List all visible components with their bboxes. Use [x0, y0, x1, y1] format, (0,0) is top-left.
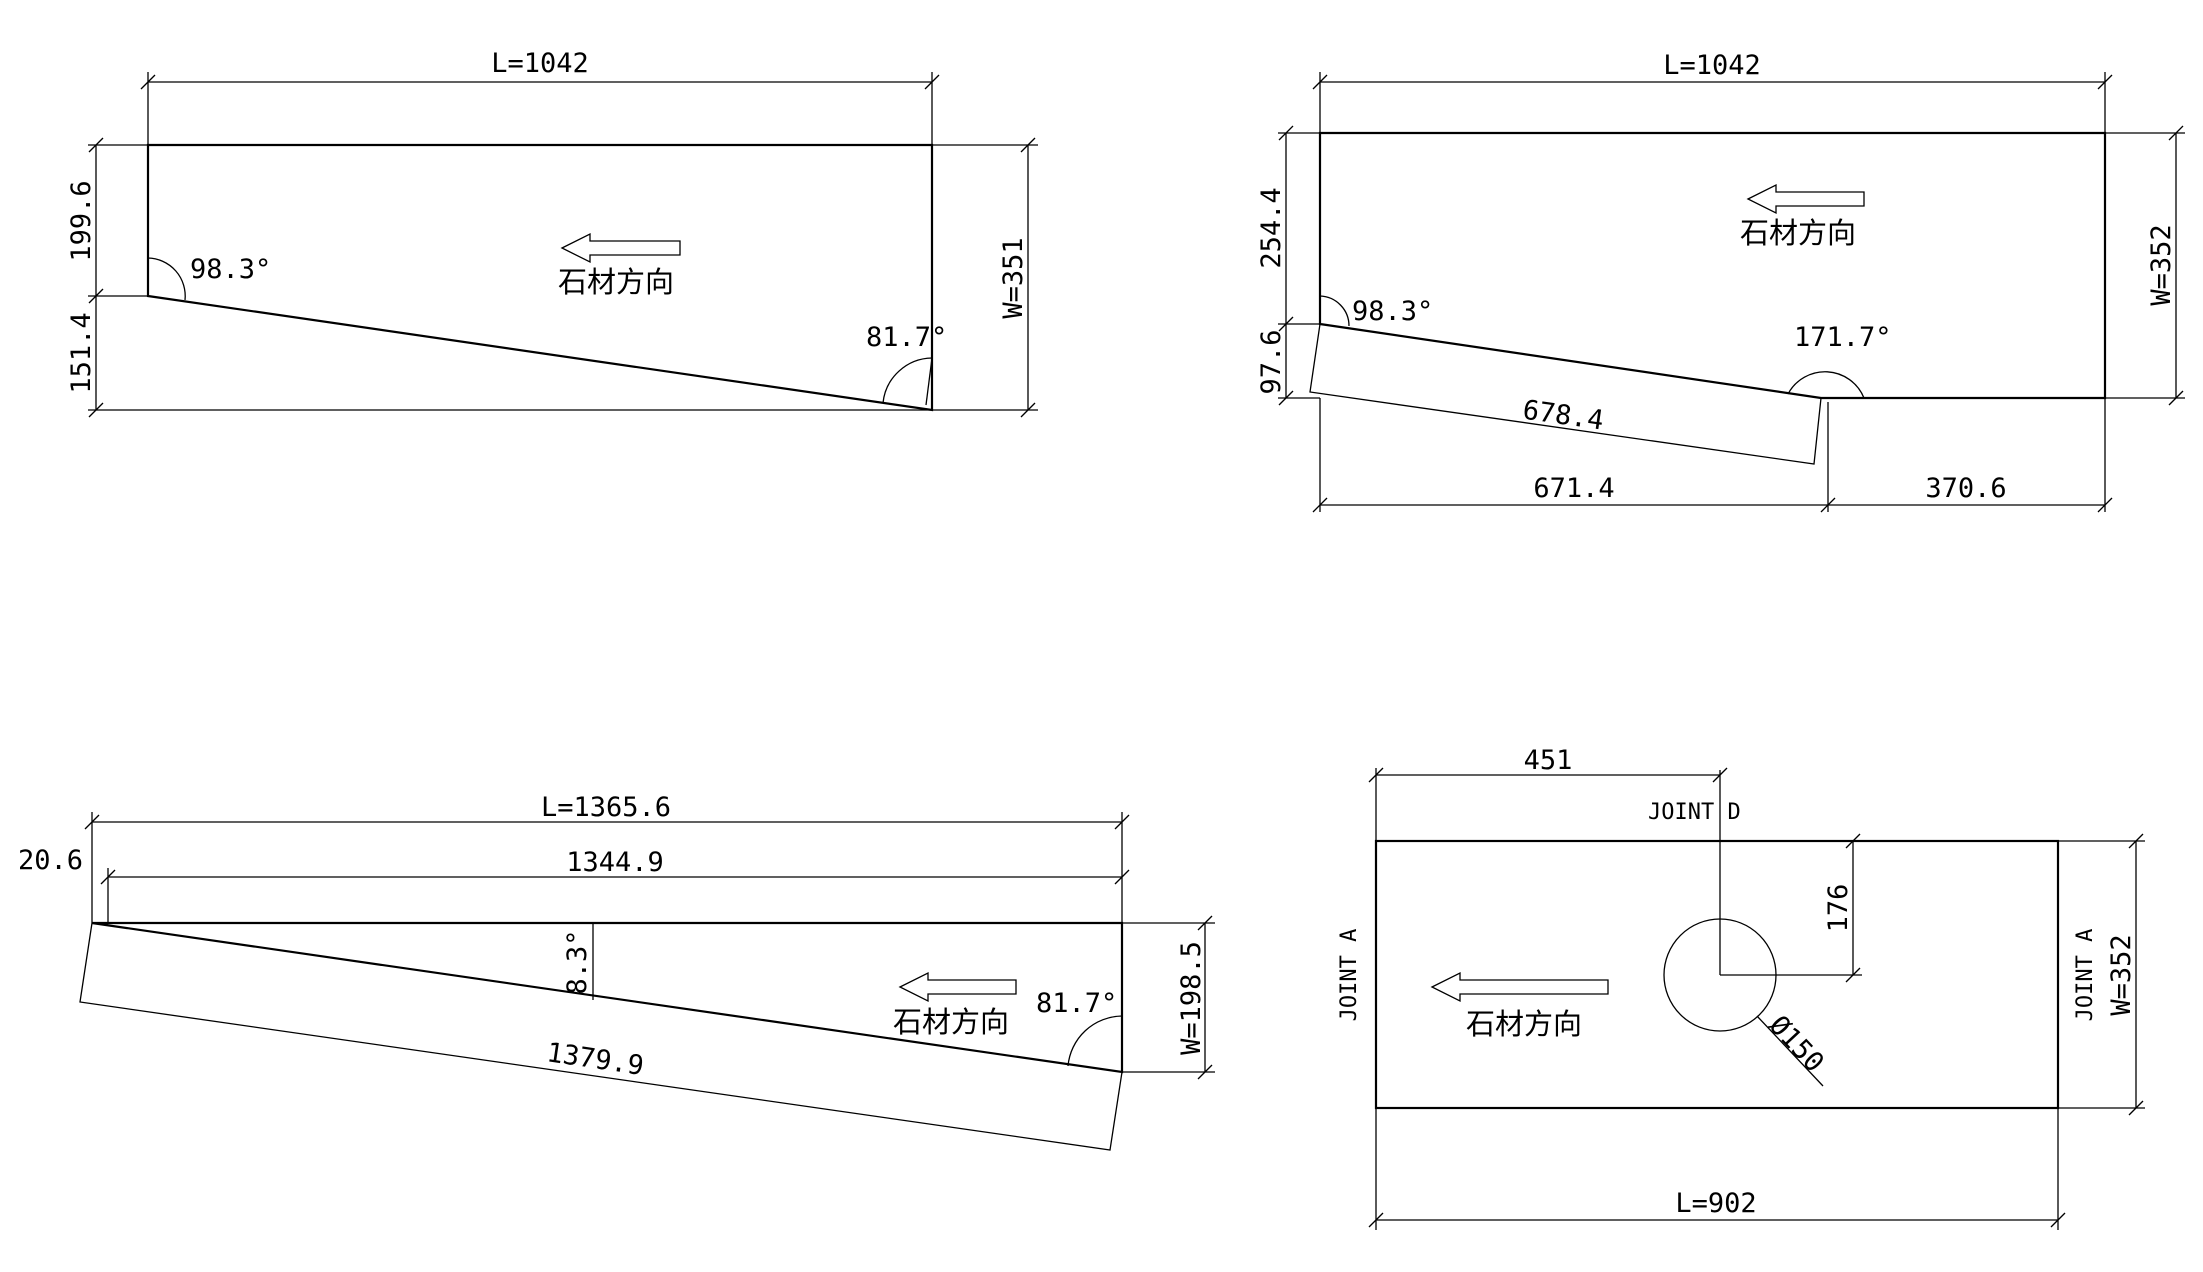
drawing-2: L=1042 W=352 254.4 97.6 — [1256, 50, 2185, 513]
drawing-3-length-inner-label: 1344.9 — [566, 847, 664, 878]
drawing-4-dim-top-label: 451 — [1524, 745, 1573, 776]
drawing-2-direction-label: 石材方向 — [1740, 216, 1856, 250]
drawing-1-direction-arrow-icon — [560, 232, 681, 264]
drawing-2-dim-bottom-left: 671.4 — [1533, 473, 1614, 504]
drawing-1-angle-left-label: 98.3° — [190, 254, 271, 285]
drawing-3: L=1365.6 1344.9 20.6 W=198.5 8.3° 81.7° … — [18, 792, 1215, 1151]
drawing-2-direction-arrow-icon — [1746, 183, 1865, 215]
drawing-4-joint-right-label: JOINT A — [2073, 929, 2098, 1022]
drawing-1-dim-upper: 199.6 — [66, 180, 97, 261]
drawing-1-length-label: L=1042 — [491, 48, 589, 79]
drawing-3-length-dimensions: L=1365.6 1344.9 20.6 — [18, 792, 1130, 923]
drawing-2-dim-lower: 97.6 — [1256, 329, 1287, 394]
drawing-4-hole-offset-label: 176 — [1823, 884, 1854, 933]
drawing-2-dim-upper: 254.4 — [1256, 187, 1287, 268]
drawing-3-length-total-label: L=1365.6 — [541, 792, 671, 823]
drawing-4-outline — [1374, 839, 2060, 1110]
drawing-4-hole-offset-dimension: 176 — [1823, 833, 1861, 983]
drawing-4-length-label: L=902 — [1675, 1188, 1756, 1219]
drawing-3-angle-small-label: 8.3° — [562, 929, 593, 994]
drawing-3-angle-right-label: 81.7° — [1036, 988, 1117, 1019]
drawing-3-direction-label: 石材方向 — [893, 1005, 1009, 1039]
drawing-1-dim-lower: 151.4 — [66, 312, 97, 393]
drawing-4-direction-label: 石材方向 — [1466, 1007, 1582, 1041]
drawing-4-length-dimension: L=902 — [1368, 1108, 2066, 1230]
drawing-4-joint-top-label: JOINT D — [1648, 800, 1741, 825]
drawing-3-direction-arrow-icon — [898, 971, 1017, 1003]
drawing-2-outline — [1318, 131, 2107, 400]
drawing-3-angle-arc-right — [1067, 1015, 1123, 1067]
drawing-2-dim-bottom-right: 370.6 — [1925, 473, 2006, 504]
drawing-3-width-dimension: W=198.5 — [1122, 915, 1215, 1080]
drawing-2-left-dimensions: 254.4 97.6 — [1256, 125, 1320, 406]
drawing-1-angle-right-label: 81.7° — [866, 322, 947, 353]
drawing-3-offset-label: 20.6 — [18, 845, 83, 876]
drawing-4-hole-diameter-label: Ø150 — [1763, 1010, 1830, 1079]
drawing-2-length-dimension: L=1042 — [1312, 50, 2113, 133]
drawing-1-angle-arc-left — [147, 257, 186, 301]
drawing-2-angle-arc-mid — [1787, 371, 1865, 399]
drawing-1-width-dimension: W=351 — [932, 137, 1038, 418]
drawing-1-angle-arc-right — [882, 357, 933, 404]
drawing-3-dim-slope: 1379.9 — [545, 1037, 646, 1082]
drawing-2-angle-arc-left — [1319, 295, 1350, 327]
drawing-1-direction-label: 石材方向 — [558, 265, 674, 299]
drawing-2-width-label: W=352 — [2146, 224, 2177, 305]
drawing-2-length-label: L=1042 — [1663, 50, 1761, 81]
drawing-1-width-label: W=351 — [998, 237, 1029, 318]
drawing-3-lower-piece — [79, 922, 1123, 1151]
drawing-4-diameter-leader — [1756, 1015, 1824, 1087]
drawing-2-sub-piece — [1309, 323, 1822, 465]
drawing-4-direction-arrow-icon — [1430, 971, 1609, 1003]
drawing-3-outline — [91, 921, 1124, 1074]
drawing-4-top-dimension: 451 — [1368, 745, 1728, 841]
drawing-2-bottom-dimensions: 671.4 370.6 — [1312, 398, 2113, 513]
drawing-1: L=1042 W=351 199.6 151.4 98.3° 81.7 — [66, 48, 1038, 418]
drawing-2-angle-left-label: 98.3° — [1352, 296, 1433, 327]
drawing-4-width-label: W=352 — [2106, 934, 2137, 1015]
drawing-2-angle-mid-label: 171.7° — [1794, 322, 1892, 353]
drawing-1-length-dimension: L=1042 — [140, 48, 940, 145]
drawing-3-width-label: W=198.5 — [1176, 941, 1207, 1055]
drawing-1-left-dimensions: 199.6 151.4 — [66, 137, 932, 418]
drawing-2-width-dimension: W=352 — [2105, 125, 2185, 406]
drawing-2-dim-slope: 678.4 — [1521, 395, 1606, 437]
drawing-4: Ø150 451 JOINT D 176 JOINT A JOINT A W=3… — [1337, 745, 2145, 1230]
drawing-4-width-dimension: W=352 — [2058, 833, 2145, 1116]
drawing-4-joint-left-label: JOINT A — [1337, 929, 1362, 1022]
